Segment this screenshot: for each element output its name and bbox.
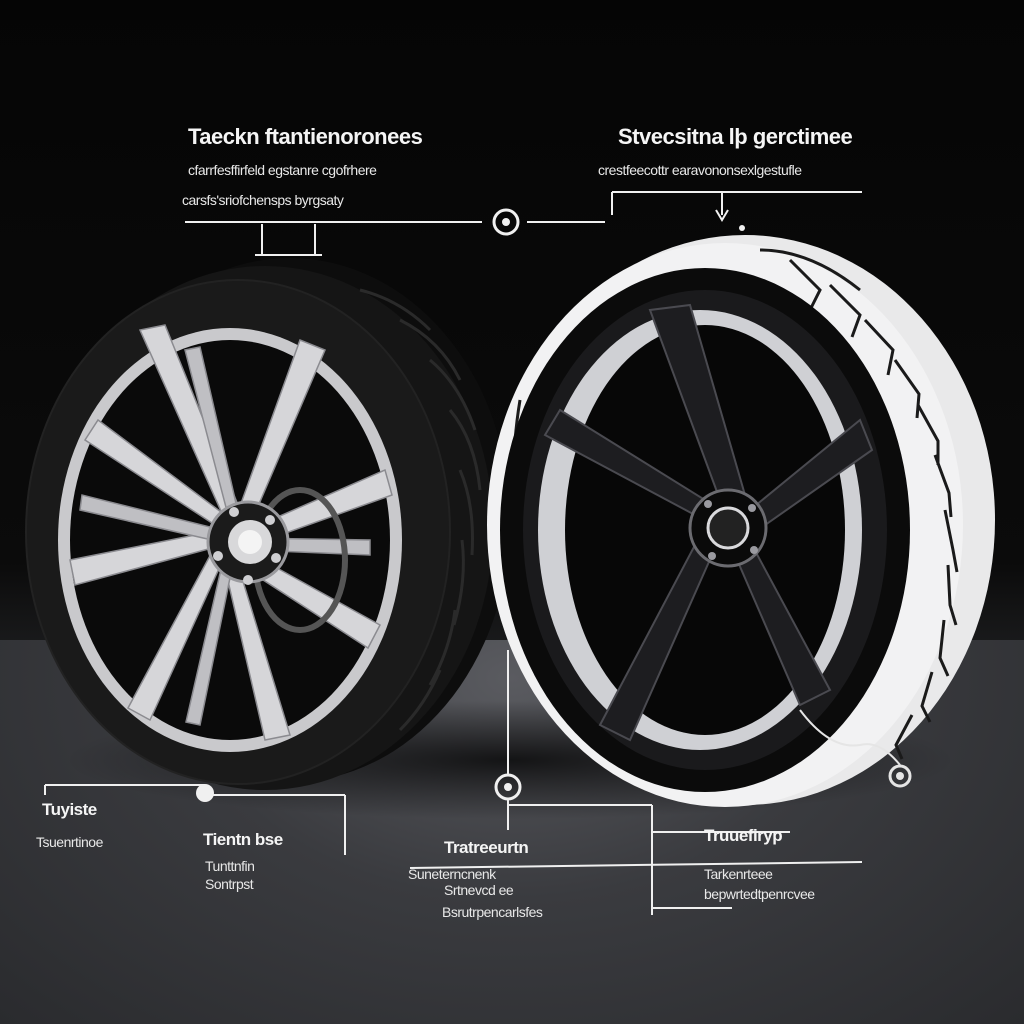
right-tire	[487, 235, 995, 807]
bottom-c-sub-3: Bsrutrpencarlsfes	[442, 904, 543, 920]
top-callout-lines	[185, 191, 862, 256]
top-left-title: Taeckn ftantienoronees	[188, 124, 423, 149]
bottom-callout-lines	[44, 650, 863, 915]
top-left-line-1: cfarrfesffirfeld egstanre cgofrhere	[188, 162, 377, 178]
bottom-d-title: Truuefiryp	[704, 826, 783, 845]
bottom-center-node	[494, 773, 522, 801]
top-left-line-2: carsfs'sriofchensps byrgsaty	[182, 192, 344, 208]
bottom-c-sub-2: Srtnevcd ee	[444, 882, 514, 898]
top-right-title: Stvecsitna lþ gerctimee	[618, 124, 853, 149]
bottom-c-sub-1: Suneterncnenk	[408, 866, 496, 882]
bottom-b-sub-1: Tunttnfin	[205, 858, 255, 874]
bottom-c-title: Tratreeurtn	[444, 838, 529, 857]
top-center-node	[492, 208, 520, 236]
left-tire	[25, 258, 510, 790]
bottom-b-title: Tientn bse	[203, 830, 283, 849]
bottom-a-title: Tuyiste	[42, 800, 97, 819]
bottom-d-sub-1: Tarkenrteee	[704, 866, 773, 882]
bottom-a-sub: Tsuenrtinoe	[36, 834, 103, 850]
bottom-d-sub-2: bepwrtedtpenrcvee	[704, 886, 815, 902]
top-right-line-1: crestfeecottr earavononsexlgestufle	[598, 162, 802, 178]
bottom-b-sub-2: Sontrpst	[205, 876, 254, 892]
